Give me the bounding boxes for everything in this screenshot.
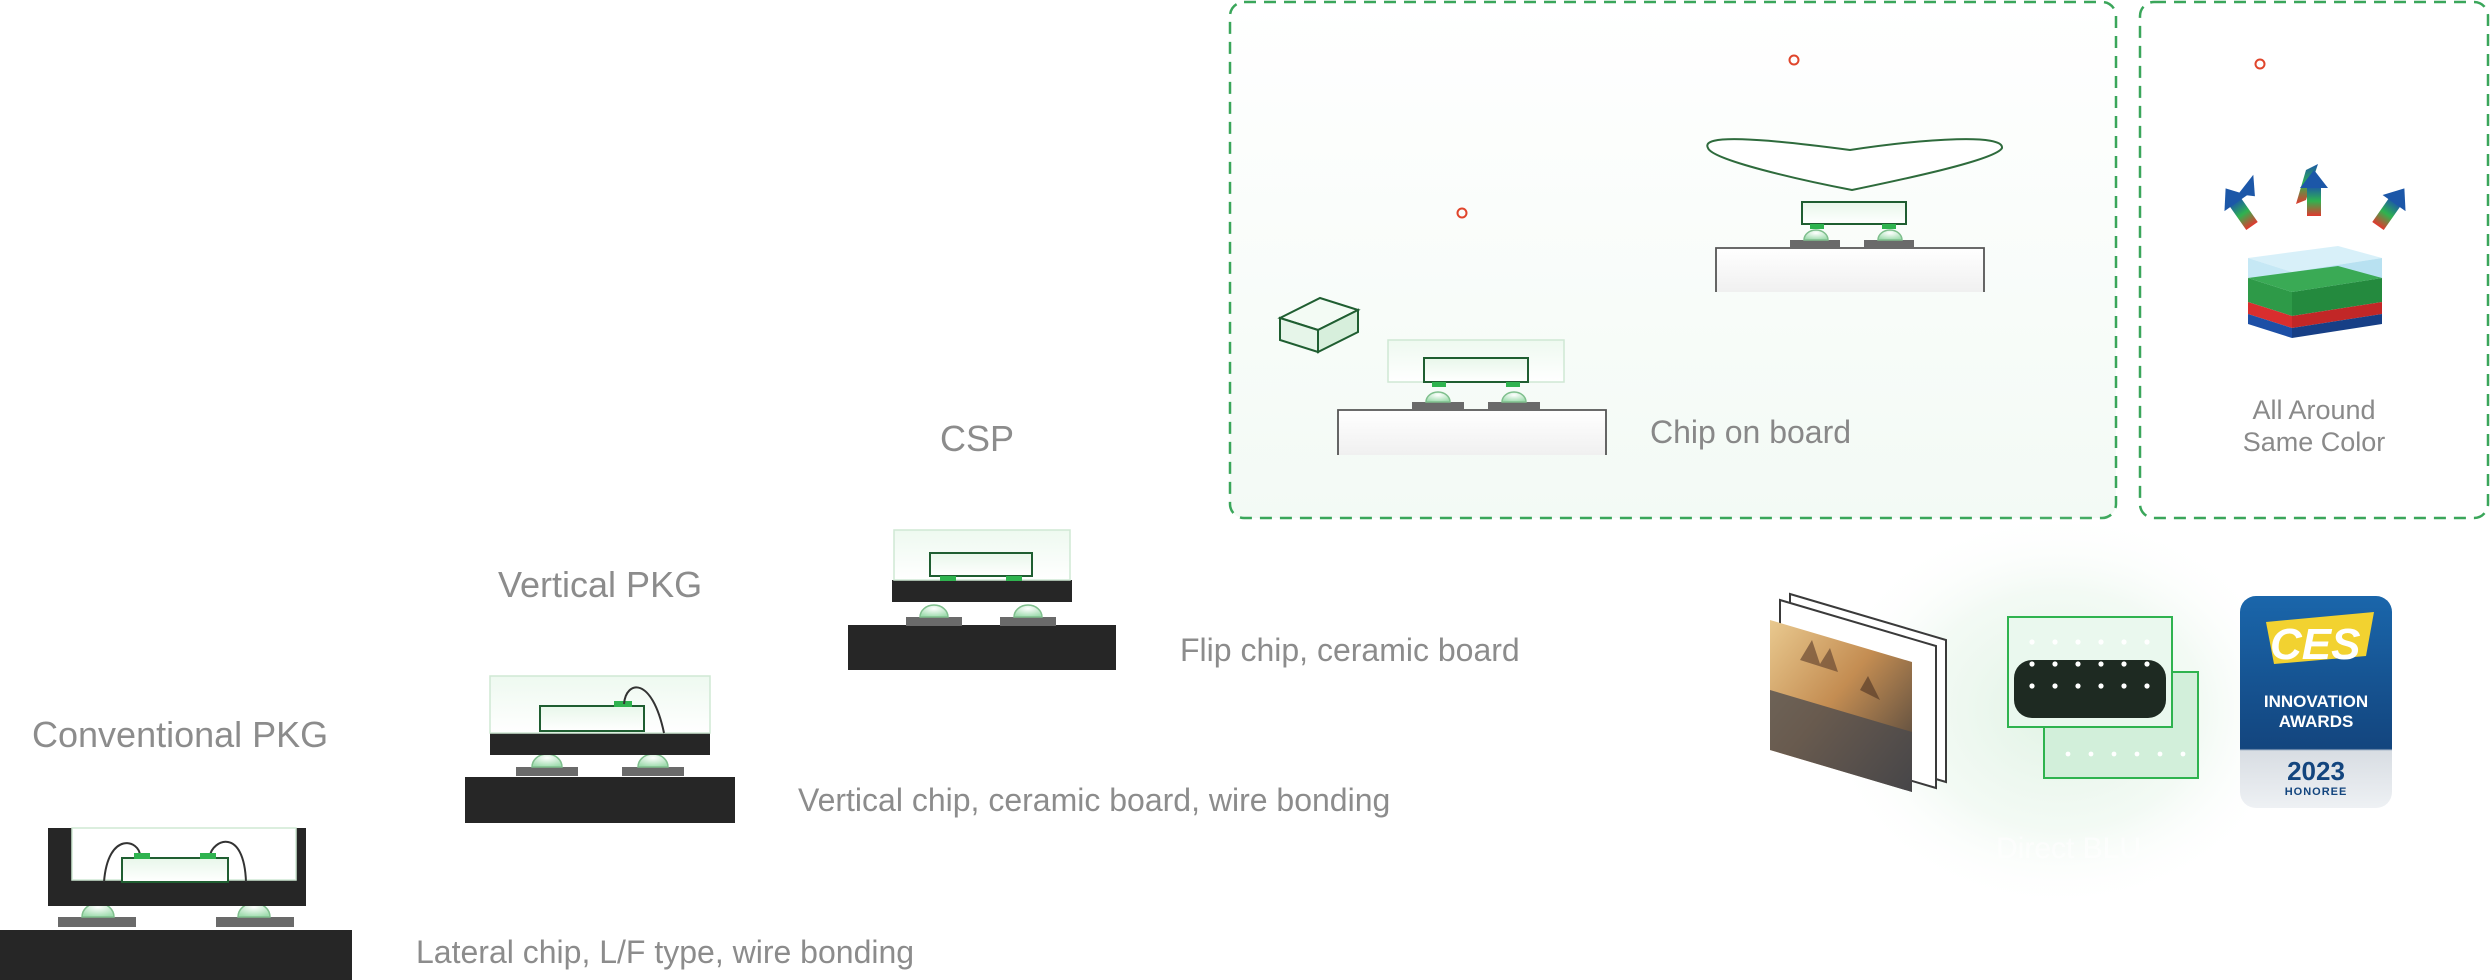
led-dot xyxy=(2075,661,2081,667)
stage-title-conventional: Conventional PKG xyxy=(32,714,329,755)
led-dot xyxy=(2098,661,2104,667)
stage-desc-vertical: Vertical chip, ceramic board, wire bondi… xyxy=(798,782,1391,818)
led-dot xyxy=(2098,639,2104,645)
ces-line2-text: AWARDS xyxy=(2278,712,2354,731)
led-dot xyxy=(2144,661,2150,667)
led-dot xyxy=(2134,751,2140,757)
led-dot xyxy=(2052,639,2058,645)
ces-innovation-awards-badge xyxy=(2240,596,2392,808)
led-dot xyxy=(2121,661,2127,667)
led-dot xyxy=(2098,683,2104,689)
direct-blu-label: Direct BLU xyxy=(1996,832,2142,865)
vertical-pkg-illustration xyxy=(465,675,735,823)
ces-honoree-text: HONOREE xyxy=(2284,786,2348,798)
chip-cube-icon xyxy=(1277,296,1361,354)
ces-line1-text: INNOVATION xyxy=(2263,692,2369,711)
led-dot xyxy=(2075,683,2081,689)
led-dot xyxy=(2029,661,2035,667)
chip-on-board-label: Chip on board xyxy=(1650,414,1852,450)
tv-panel-icon xyxy=(1770,592,1947,792)
all-around-panel xyxy=(2138,0,2490,520)
led-dot xyxy=(2144,639,2150,645)
stage-desc-csp: Flip chip, ceramic board xyxy=(1180,632,1520,668)
layered-phosphor-block-icon xyxy=(2248,246,2382,338)
cob-board-right xyxy=(1706,138,2003,292)
stage-title-csp: CSP xyxy=(940,418,1015,459)
led-dot xyxy=(2029,683,2035,689)
led-dot xyxy=(2052,661,2058,667)
led-dot xyxy=(2157,751,2163,757)
led-dot xyxy=(2052,683,2058,689)
chip-on-board-panel xyxy=(1228,0,2118,520)
all-around-label: All Around Same Color xyxy=(2242,395,2386,457)
led-dot xyxy=(2144,683,2150,689)
stage-desc-conventional: Lateral chip, L/F type, wire bonding xyxy=(416,934,915,970)
stage-title-vertical: Vertical PKG xyxy=(498,564,703,605)
emission-arrow-icons xyxy=(2224,164,2406,231)
conventional-pkg-illustration xyxy=(0,827,352,980)
led-dot xyxy=(2029,639,2035,645)
direct-blu-illustration xyxy=(1770,510,2392,910)
ces-brand-text: CES xyxy=(2270,620,2361,669)
led-dot xyxy=(2065,751,2071,757)
led-dot xyxy=(2075,639,2081,645)
led-dot xyxy=(2088,751,2094,757)
csp-illustration xyxy=(848,529,1116,670)
ces-year-text: 2023 xyxy=(2287,756,2345,786)
led-dot xyxy=(2121,683,2127,689)
led-matrix-icon xyxy=(2007,616,2199,779)
cob-board-left xyxy=(1337,339,1607,455)
led-dot xyxy=(2180,751,2186,757)
led-dot xyxy=(2111,751,2117,757)
led-dot xyxy=(2121,639,2127,645)
